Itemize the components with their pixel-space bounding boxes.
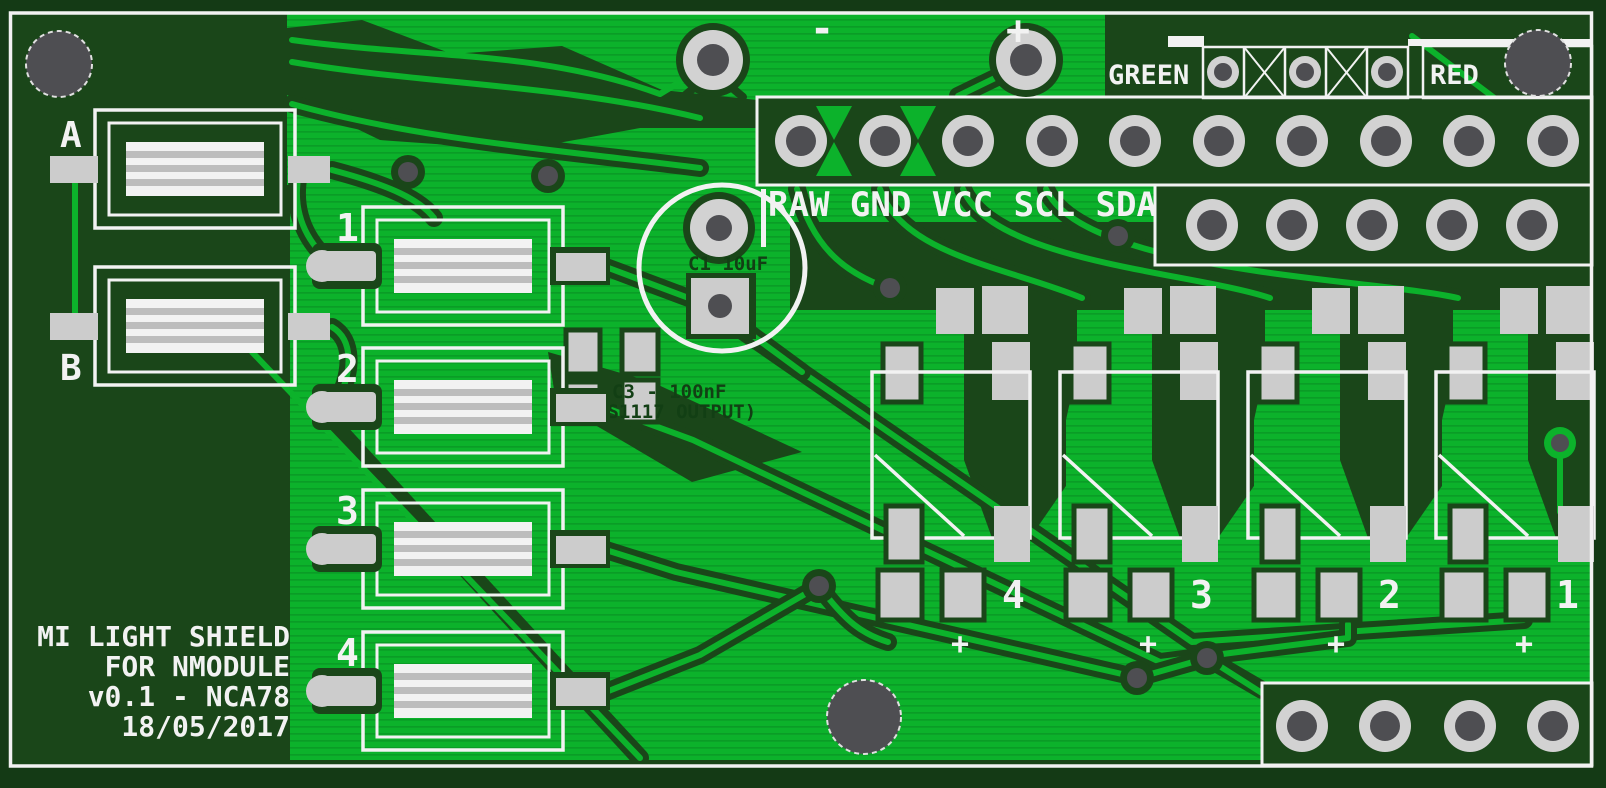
fuse-module-a-label: A bbox=[60, 115, 82, 156]
channel-plus-mark: + bbox=[1139, 627, 1157, 662]
capacitor-c1: C1 10uF bbox=[636, 182, 808, 354]
led-green-label: GREEN bbox=[1108, 60, 1189, 91]
channel-plus-mark: + bbox=[1327, 627, 1345, 662]
led-cross-icon bbox=[1243, 46, 1368, 99]
channel-group-1-label: 1 bbox=[1556, 573, 1579, 617]
fuse-module-3-label: 3 bbox=[336, 489, 359, 533]
channel-group-4: + 4 bbox=[872, 286, 1030, 662]
channel-group-2: + 2 bbox=[1248, 286, 1406, 662]
channel-plus-mark: + bbox=[951, 627, 969, 662]
cap-c1-label: C1 10uF bbox=[688, 253, 768, 275]
channel-group-3-label: 3 bbox=[1190, 573, 1213, 617]
board-outline bbox=[8, 11, 1594, 768]
led-red-label: RED bbox=[1430, 60, 1479, 91]
polarity-plus-label: + bbox=[1006, 8, 1030, 54]
header-row-top bbox=[755, 95, 1594, 187]
channel-group-1: + 1 bbox=[1436, 286, 1594, 662]
mounting-hole-top-right bbox=[1504, 29, 1572, 97]
led-indicator-block: GREEN RED bbox=[1108, 36, 1594, 100]
power-input-pads: - + bbox=[676, 6, 1063, 97]
fuse-module-2-label: 2 bbox=[336, 347, 359, 391]
mounting-hole-top-left bbox=[25, 30, 93, 98]
title-line-3: v0.1 - NCA78 bbox=[88, 680, 290, 713]
fuse-module-1-label: 1 bbox=[336, 206, 359, 250]
fuse-module-b-label: B bbox=[60, 348, 82, 389]
fuse-module-2: 2 bbox=[306, 346, 610, 468]
header-pin-labels: RAW GND VCC SCL SDA bbox=[768, 185, 1157, 225]
fuse-module-4: 4 bbox=[306, 630, 610, 752]
fuse-module-3: 3 bbox=[306, 488, 610, 610]
fuse-module-a: A bbox=[50, 108, 330, 230]
channel-plus-mark: + bbox=[1515, 627, 1533, 662]
channel-group-2-label: 2 bbox=[1378, 573, 1401, 617]
bottom-right-connector bbox=[1260, 681, 1594, 767]
vias bbox=[391, 155, 1576, 695]
title-block: MI LIGHT SHIELD FOR NMODULE v0.1 - NCA78… bbox=[37, 620, 290, 743]
fuse-module-4-label: 4 bbox=[336, 631, 359, 675]
fuse-module-b: B bbox=[50, 265, 330, 389]
title-line-1: MI LIGHT SHIELD bbox=[37, 620, 290, 653]
title-line-4: 18/05/2017 bbox=[121, 710, 290, 743]
header-row-i2c bbox=[1153, 183, 1594, 267]
channel-group-3: + 3 bbox=[1060, 286, 1218, 662]
mounting-hole-bottom bbox=[826, 679, 902, 755]
fuse-module-1: 1 bbox=[306, 205, 610, 327]
cap-c3-label-line1: C3 - 100nF bbox=[612, 381, 726, 403]
cap-c3-label-line2: (S1117 OUTPUT) bbox=[596, 401, 756, 423]
channel-group-4-label: 4 bbox=[1002, 573, 1025, 617]
title-line-2: FOR NMODULE bbox=[105, 650, 290, 683]
